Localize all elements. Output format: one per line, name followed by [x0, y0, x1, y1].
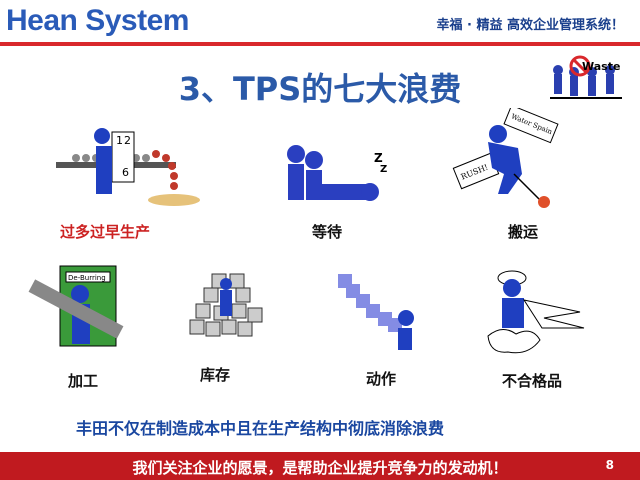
waste-label-overproduction: 过多过早生产 — [60, 223, 151, 241]
waste-label-motion: 动作 — [366, 370, 397, 388]
svg-text:1: 1 — [116, 134, 123, 147]
footer-slogan: 我们关注企业的愿景，是帮助企业提升竞争力的发动机！ — [132, 459, 508, 477]
logo: Hean System — [6, 4, 189, 37]
waste-badge-text: Waste — [582, 60, 620, 73]
summary-text: 丰田不仅在制造成本中且在生产结构中彻底消除浪费 — [76, 419, 445, 438]
svg-text:6: 6 — [122, 166, 129, 179]
svg-text:2: 2 — [124, 134, 131, 147]
waste-label-inventory: 库存 — [200, 366, 231, 384]
header-divider — [0, 42, 640, 46]
defects-illustration — [487, 270, 585, 354]
waste-label-processing: 加工 — [68, 372, 99, 390]
waste-badge-illustration: Waste — [550, 55, 622, 99]
waste-label-waiting: 等待 — [312, 223, 343, 241]
processing-illustration: De-Burring — [28, 265, 124, 347]
svg-text:Z: Z — [380, 164, 387, 175]
svg-text:Z: Z — [374, 151, 383, 165]
overproduction-illustration: 1 2 6 — [56, 128, 200, 206]
motion-illustration — [338, 274, 414, 350]
waste-label-transport: 搬运 — [508, 223, 539, 241]
inventory-illustration — [189, 273, 263, 337]
page-title: 3、TPS的七大浪费 — [178, 70, 462, 108]
transport-illustration: Water Spain RUSH! — [452, 108, 559, 208]
footer-bar: 我们关注企业的愿景，是帮助企业提升竞争力的发动机！ 8 — [0, 452, 640, 480]
waiting-illustration: Z Z — [287, 145, 387, 201]
svg-text:De-Burring: De-Burring — [68, 274, 106, 282]
waste-label-defects: 不合格品 — [502, 372, 563, 390]
header-tagline: 幸福 · 精益 高效企业管理系统！ — [436, 18, 624, 33]
page-number: 8 — [605, 458, 614, 472]
